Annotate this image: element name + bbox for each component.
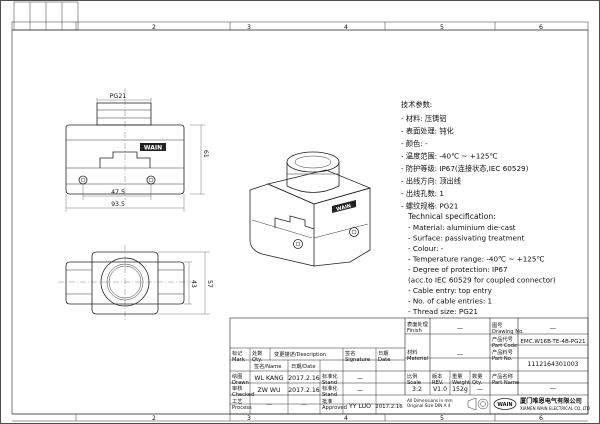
- weight-value: 152g: [452, 386, 468, 393]
- gland-thread-label: PG21: [110, 93, 126, 100]
- projection-symbol: [467, 397, 489, 411]
- approved-name: YY LUO: [348, 403, 371, 410]
- version-value: V1.0: [433, 386, 447, 393]
- spec-cn-line: - 出线孔数: 1: [401, 189, 444, 198]
- spec-cn-heading: 技术参数:: [401, 100, 432, 109]
- spec-en-line: - Thread size: PG21: [408, 307, 478, 316]
- drawn-date: 2017.2.16: [288, 375, 320, 382]
- zone-number: 2: [152, 415, 156, 422]
- checked-name: ZW WU: [258, 387, 281, 394]
- finish-value: —: [457, 325, 463, 332]
- spec-en-line: - Degree of protection: IP67: [408, 265, 508, 274]
- name-header: 签名/Name: [254, 362, 281, 370]
- scale-value: 3:2: [412, 386, 422, 393]
- date-header: 日期/Date: [291, 363, 316, 370]
- drawn-name: WL KANG: [254, 375, 283, 382]
- spec-cn-line: - 表面处理: 钝化: [401, 127, 454, 136]
- drawing-no-value: —: [550, 325, 556, 332]
- spec-en-line: - Cable entry: top entry: [408, 286, 493, 295]
- revision-strip: [13, 1, 79, 31]
- spec-english: Technical specification: - Material: alu…: [407, 212, 556, 316]
- zone-number: 2: [152, 24, 156, 31]
- checked-std-value: —: [357, 387, 363, 394]
- zone-number: 5: [440, 415, 444, 422]
- company-logo-text: WAIN: [497, 402, 512, 408]
- zone-number: 5: [440, 24, 444, 31]
- front-view: WAIN PG21 61 47.5 93.5: [65, 88, 209, 212]
- iso-view-logo: WAIN: [336, 203, 352, 213]
- zone-number: 6: [539, 24, 543, 31]
- drawn-std-value: —: [357, 375, 363, 382]
- spec-en-line: - No. of cable entries: 1: [408, 297, 492, 306]
- spec-cn-line: - 防护等级: IP67(连接状态,IEC 60529): [401, 164, 529, 173]
- spec-chinese: 技术参数: - 材料: 压铸铝 - 表面处理: 钝化 - 颜色: - - 温度范…: [401, 100, 529, 211]
- dimension-43: 43: [190, 280, 197, 288]
- spec-en-heading: Technical specification:: [407, 212, 496, 221]
- spec-cn-line: - 螺纹规格: PG21: [401, 202, 458, 211]
- spec-cn-line: - 出线方向: 顶出线: [401, 177, 461, 186]
- zone-number: 3: [247, 24, 251, 31]
- dimension-57: 57: [206, 280, 213, 288]
- front-view-logo: WAIN: [144, 145, 162, 152]
- spec-cn-line: - 材料: 压铸铝: [401, 114, 447, 123]
- dimension-inner: 47.5: [111, 189, 125, 196]
- process-name: —: [266, 401, 272, 408]
- spec-en-line: - Colour: -: [408, 244, 444, 253]
- company-name-en: XIAMEN WAIN ELECTRICAL CO.,LTD: [520, 406, 590, 411]
- spec-en-line: - Temperature range: -40℃ ~ +125℃: [408, 255, 545, 264]
- part-code-value: EMC.W16B-TE-4B-PG21: [520, 339, 586, 345]
- zone-number: 6: [539, 415, 543, 422]
- company-name-cn: 厦门唯恩电气有限公司: [519, 397, 582, 405]
- part-name-value: —: [550, 385, 556, 392]
- isometric-view: WAIN: [249, 151, 372, 267]
- spec-en-line: - Material: aluminium die-cast: [408, 223, 516, 232]
- company-logo: WAIN: [493, 398, 517, 410]
- part-no-value: 1112164301003: [527, 361, 578, 368]
- zone-numbers-top: 2 3 4 5 6: [152, 24, 543, 31]
- spec-en-line: - Surface: passivating treatment: [408, 234, 525, 243]
- zone-number: 4: [344, 415, 348, 422]
- material-value: —: [457, 351, 463, 358]
- rev-header: 变更描述/Description: [274, 350, 326, 358]
- dimension-height: 61: [202, 150, 209, 158]
- top-view: 43 57: [58, 245, 213, 322]
- spec-cn-line: - 温度范围: -40℃ ~ +125℃: [401, 152, 498, 161]
- spec-cn-line: - 颜色: -: [401, 139, 428, 148]
- zone-number: 3: [247, 415, 251, 422]
- qty-value: —: [477, 386, 483, 393]
- zone-numbers-bottom: 2 3 4 5 6: [152, 415, 543, 422]
- zone-number: 4: [344, 24, 348, 31]
- dimension-width: 93.5: [111, 201, 125, 208]
- process-date: —: [301, 401, 307, 408]
- spec-en-line: (acc.to IEC 60529 for coupled connector): [408, 276, 556, 285]
- checked-date: 2017.2.16: [288, 387, 320, 394]
- approved-date: 2017.2.16: [375, 404, 403, 410]
